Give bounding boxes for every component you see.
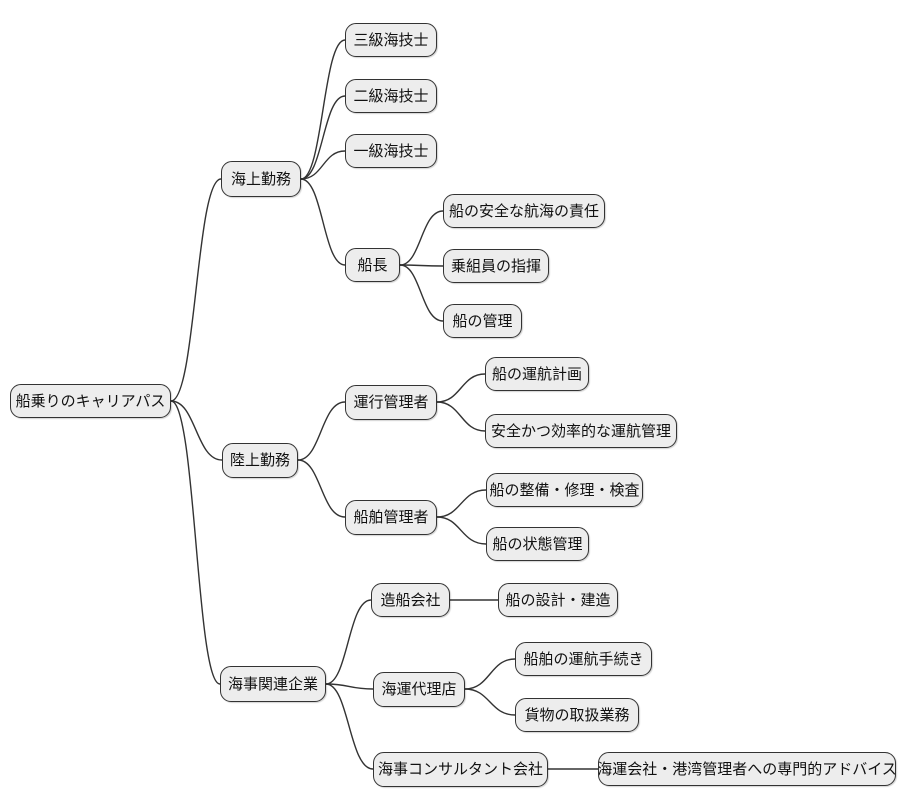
node-expert-advice: 海運会社・港湾管理者への専門的アドバイス (598, 752, 896, 786)
node-crew-command: 乗組員の指揮 (443, 249, 549, 283)
node-root-career-path: 船乗りのキャリアパス (10, 384, 171, 418)
node-condition-management: 船の状態管理 (486, 527, 589, 561)
node-ship-design-construction: 船の設計・建造 (498, 583, 618, 617)
node-vessel-manager: 船舶管理者 (345, 500, 437, 535)
edge-sea-duty-third-class (300, 39, 346, 180)
node-shipbuilding-company: 造船会社 (371, 583, 450, 617)
node-operation-manager: 運行管理者 (345, 385, 437, 420)
edge-shore-duty-operation-manager (297, 401, 346, 461)
node-maritime-companies: 海事関連企業 (220, 666, 326, 702)
edge-captain-safe-navigation (399, 210, 444, 266)
node-cargo-handling: 貨物の取扱業務 (515, 698, 639, 732)
node-sea-duty: 海上勤務 (221, 161, 301, 197)
node-safe-navigation-responsibility: 船の安全な航海の責任 (443, 194, 605, 228)
edge-root-sea-duty (170, 178, 222, 402)
edge-root-maritime-companies (170, 400, 221, 685)
node-operation-procedures: 船舶の運航手続き (515, 642, 652, 676)
edge-vessel-manager-condition (436, 516, 487, 545)
node-first-class-officer: 一級海技士 (345, 134, 437, 168)
edge-shore-duty-vessel-manager (297, 459, 346, 518)
edge-operation-manager-operation-plan (436, 373, 486, 403)
edge-vessel-manager-maintenance (436, 489, 487, 518)
edge-operation-manager-safe-efficient (436, 401, 486, 432)
edge-sea-duty-first-class (300, 150, 346, 180)
edge-agency-procedures (464, 658, 516, 690)
node-safe-efficient-operation: 安全かつ効率的な運航管理 (485, 414, 677, 448)
node-shore-duty: 陸上勤務 (222, 443, 298, 478)
edge-sea-duty-captain (300, 178, 346, 266)
edge-maritime-consultant (325, 683, 374, 770)
edge-captain-crew-command (399, 264, 444, 267)
node-ship-management: 船の管理 (443, 304, 522, 338)
node-maritime-consultant: 海事コンサルタント会社 (373, 752, 548, 787)
node-ship-operation-plan: 船の運航計画 (485, 357, 589, 391)
edge-agency-cargo (464, 688, 516, 716)
edge-maritime-shipping-agency (325, 683, 374, 690)
node-captain: 船長 (345, 248, 400, 282)
edge-sea-duty-second-class (300, 95, 346, 180)
edge-captain-ship-management (399, 264, 444, 322)
node-shipping-agency: 海運代理店 (373, 672, 465, 707)
node-maintenance-repair-inspection: 船の整備・修理・検査 (486, 473, 643, 507)
node-second-class-officer: 二級海技士 (345, 79, 437, 113)
edge-root-shore-duty (170, 400, 223, 461)
node-third-class-officer: 三級海技士 (345, 23, 437, 57)
edge-maritime-shipbuilding (325, 599, 372, 685)
